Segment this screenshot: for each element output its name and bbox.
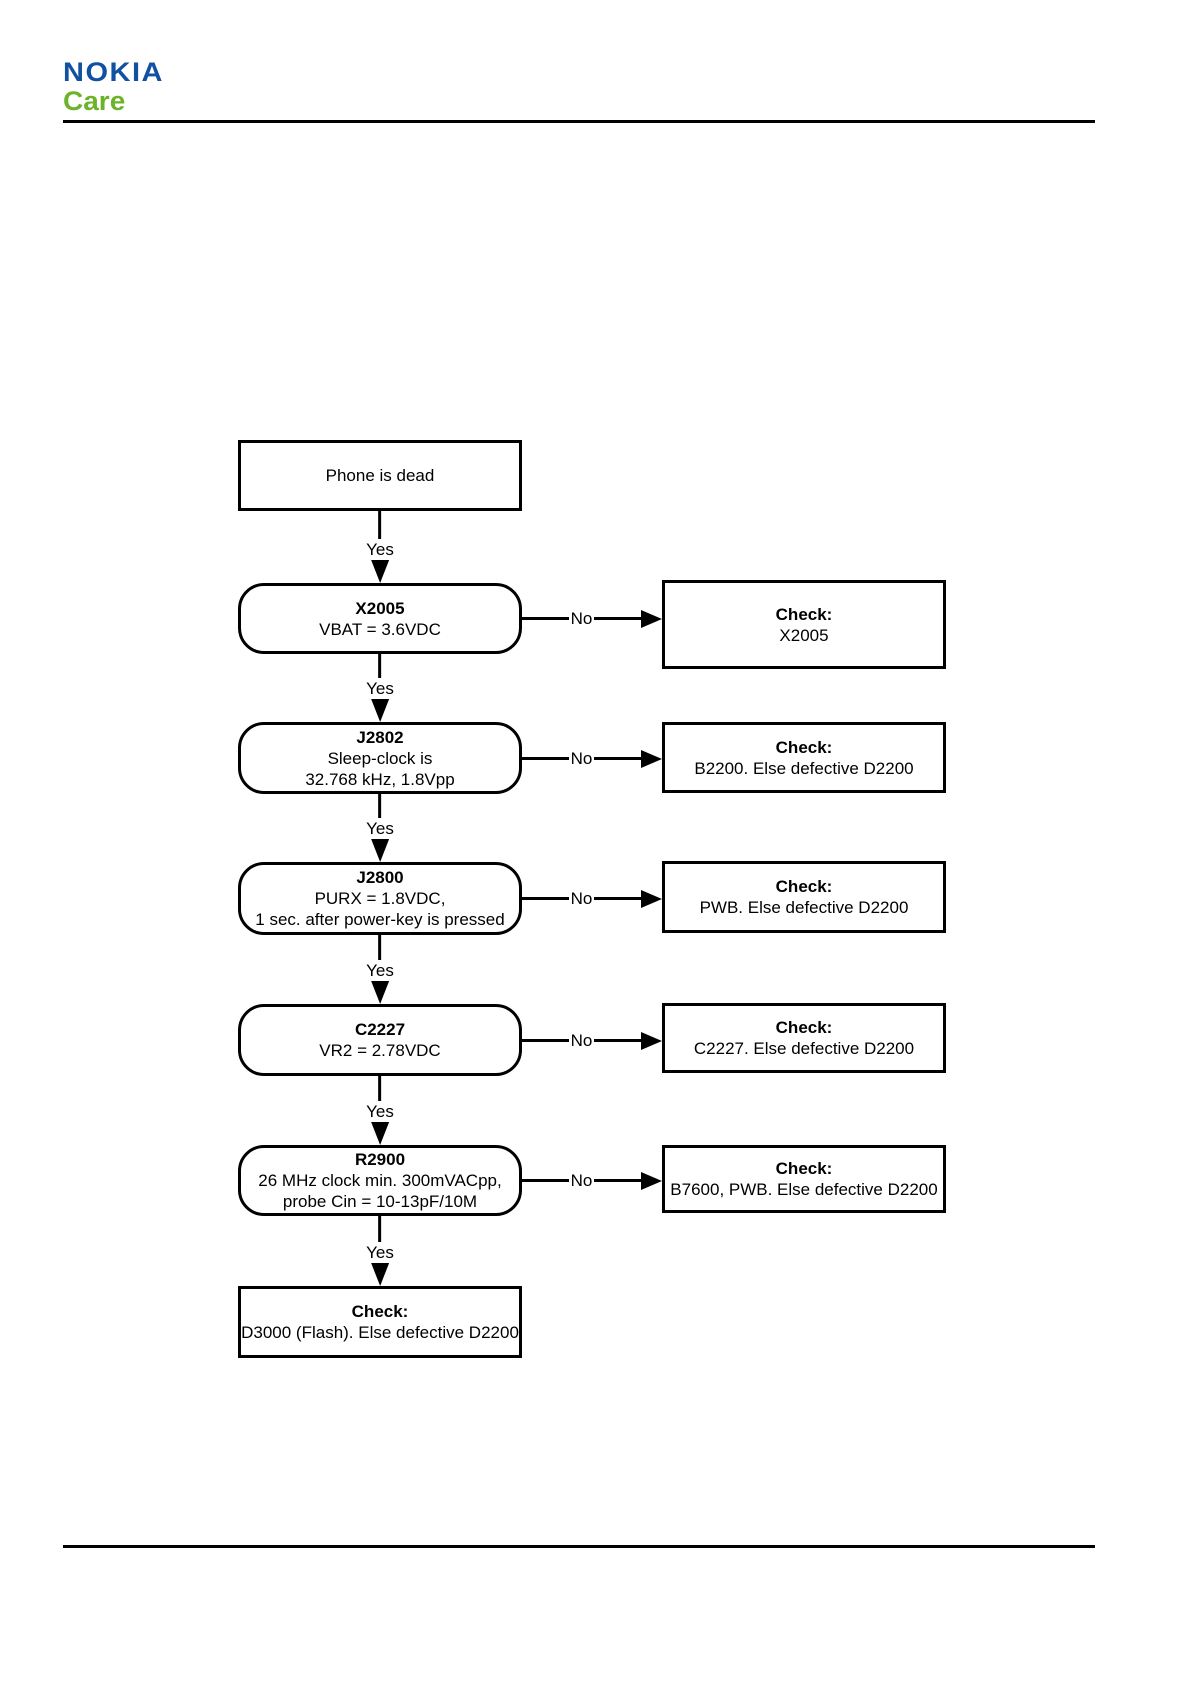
check-detail: PWB. Else defective D2200: [699, 898, 909, 917]
step-title: J2802: [356, 727, 404, 747]
no-label: No: [570, 609, 593, 628]
nokia-logo: NOKIA: [63, 58, 164, 88]
end-node: Check: D3000 (Flash). Else defective D22…: [238, 1286, 522, 1358]
connector-line: [594, 757, 642, 760]
footer-rule: [63, 1545, 1095, 1548]
step-node-c2227: C2227 VR2 = 2.78VDC: [238, 1004, 522, 1076]
yes-connector-1: Yes: [366, 654, 394, 722]
care-logo: Care: [63, 86, 126, 116]
arrow-right-icon: [641, 609, 663, 628]
step-line: PURX = 1.8VDC,: [314, 889, 446, 908]
connector-line: [378, 935, 382, 960]
check-node-j2802: Check: B2200. Else defective D2200: [662, 722, 946, 793]
no-connector-r2900: No: [522, 1168, 663, 1193]
connector-line: [522, 617, 569, 620]
no-label: No: [570, 749, 593, 768]
step-line: probe Cin = 10-13pF/10M: [282, 1192, 478, 1211]
no-connector-j2800: No: [522, 886, 663, 911]
yes-label: Yes: [366, 961, 394, 980]
yes-connector-2: Yes: [366, 794, 394, 862]
step-line: VR2 = 2.78VDC: [319, 1041, 441, 1060]
check-node-c2227: Check: C2227. Else defective D2200: [662, 1003, 946, 1073]
arrow-down-icon: [370, 1263, 389, 1286]
arrow-down-icon: [370, 981, 389, 1004]
no-connector-x2005: No: [522, 606, 663, 631]
yes-label: Yes: [366, 679, 394, 698]
no-label: No: [570, 1031, 593, 1050]
yes-connector-3: Yes: [366, 935, 394, 1004]
no-label: No: [570, 1171, 593, 1190]
check-title: Check:: [775, 877, 833, 896]
check-node-x2005: Check: X2005: [662, 580, 946, 669]
check-title: Check:: [775, 737, 833, 757]
connector-line: [378, 654, 382, 678]
connector-line: [522, 897, 569, 900]
start-node-label: Phone is dead: [325, 466, 435, 485]
check-title: Check:: [775, 604, 833, 624]
yes-connector-4: Yes: [366, 1076, 394, 1145]
check-detail: B2200. Else defective D2200: [694, 758, 914, 778]
end-node-title: Check:: [351, 1302, 409, 1321]
no-label: No: [570, 889, 593, 908]
step-title: C2227: [354, 1020, 406, 1039]
step-line: VBAT = 3.6VDC: [319, 619, 441, 639]
step-line: Sleep-clock is: [327, 748, 433, 768]
connector-line: [378, 1076, 382, 1101]
check-detail: X2005: [779, 625, 829, 645]
no-connector-j2802: No: [522, 746, 663, 771]
arrow-right-icon: [641, 889, 663, 908]
step-node-r2900: R2900 26 MHz clock min. 300mVACpp, probe…: [238, 1145, 522, 1216]
step-line: 1 sec. after power-key is pressed: [255, 910, 505, 929]
end-node-detail: D3000 (Flash). Else defective D2200: [241, 1323, 519, 1342]
connector-line: [522, 1179, 569, 1182]
connector-line: [594, 897, 642, 900]
step-node-x2005: X2005 VBAT = 3.6VDC: [238, 583, 522, 654]
step-title: X2005: [355, 598, 405, 618]
arrow-right-icon: [641, 1031, 663, 1050]
connector-line: [594, 617, 642, 620]
yes-label: Yes: [366, 819, 394, 838]
check-title: Check:: [775, 1018, 833, 1037]
connector-line: [594, 1179, 642, 1182]
connector-line: [594, 1039, 642, 1042]
arrow-right-icon: [641, 1171, 663, 1190]
check-node-j2800: Check: PWB. Else defective D2200: [662, 861, 946, 933]
step-line: 26 MHz clock min. 300mVACpp,: [258, 1171, 502, 1190]
step-node-j2802: J2802 Sleep-clock is 32.768 kHz, 1.8Vpp: [238, 722, 522, 794]
arrow-down-icon: [370, 560, 389, 583]
check-node-r2900: Check: B7600, PWB. Else defective D2200: [662, 1145, 946, 1213]
connector-line: [378, 794, 382, 818]
step-title: R2900: [354, 1150, 406, 1169]
arrow-down-icon: [370, 1122, 389, 1145]
arrow-down-icon: [370, 839, 389, 862]
step-title: J2800: [356, 868, 404, 887]
yes-label: Yes: [366, 1243, 394, 1262]
yes-connector-0: Yes: [366, 511, 394, 583]
connector-line: [522, 757, 569, 760]
step-line: 32.768 kHz, 1.8Vpp: [305, 769, 455, 789]
connector-line: [378, 1216, 382, 1242]
no-connector-c2227: No: [522, 1028, 663, 1053]
check-title: Check:: [775, 1159, 833, 1178]
check-detail: B7600, PWB. Else defective D2200: [670, 1180, 938, 1199]
connector-line: [522, 1039, 569, 1042]
connector-line: [378, 511, 382, 539]
start-node: Phone is dead: [238, 440, 522, 511]
arrow-right-icon: [641, 749, 663, 768]
arrow-down-icon: [370, 699, 389, 722]
header-rule: [63, 120, 1095, 123]
step-node-j2800: J2800 PURX = 1.8VDC, 1 sec. after power-…: [238, 862, 522, 935]
yes-connector-5: Yes: [366, 1216, 394, 1286]
check-detail: C2227. Else defective D2200: [693, 1039, 915, 1058]
yes-label: Yes: [366, 1102, 394, 1121]
yes-label: Yes: [366, 540, 394, 559]
